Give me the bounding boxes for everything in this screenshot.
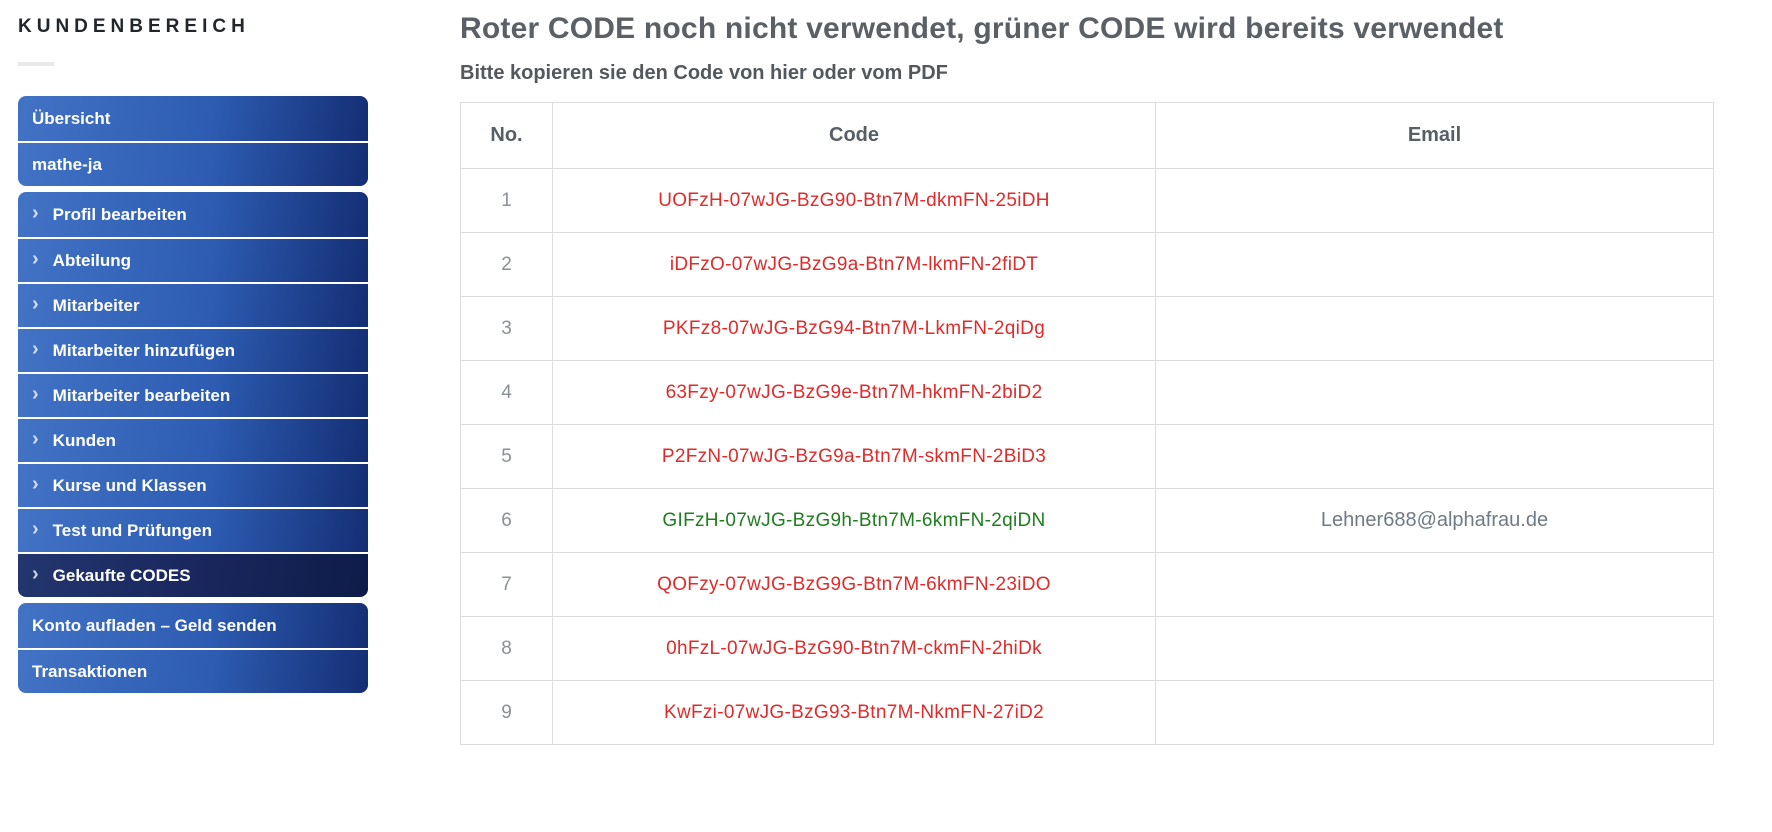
sidebar-item-label: Gekaufte CODES bbox=[52, 565, 191, 585]
row-number: 4 bbox=[460, 360, 553, 425]
codes-table-head: No. Code Email bbox=[460, 102, 1714, 169]
code-value[interactable]: QOFzy-07wJG-BzG9G-Btn7M-6kmFN-23iDO bbox=[552, 552, 1156, 617]
chevron-right-icon: › bbox=[32, 518, 39, 540]
email-value bbox=[1155, 232, 1714, 297]
chevron-right-icon: › bbox=[32, 563, 39, 585]
row-number: 8 bbox=[460, 616, 553, 681]
row-number: 7 bbox=[460, 552, 553, 617]
sidebar-item-label: Test und Prüfungen bbox=[52, 520, 212, 540]
sidebar: KUNDENBEREICH Übersicht mathe-ja › Profil b… bbox=[0, 0, 368, 832]
sidebar-item-test-und-pruefungen[interactable]: › Test und Prüfungen bbox=[18, 507, 368, 552]
row-number: 3 bbox=[460, 296, 553, 361]
sidebar-item-label: Abteilung bbox=[52, 250, 132, 270]
column-header-email: Email bbox=[1155, 102, 1714, 169]
row-number: 9 bbox=[460, 680, 553, 745]
chevron-right-icon: › bbox=[32, 383, 39, 405]
sidebar-item-label: Mitarbeiter hinzufügen bbox=[52, 340, 235, 360]
sidebar-group: Übersicht mathe-ja bbox=[18, 96, 368, 186]
sidebar-item-kunden[interactable]: › Kunden bbox=[18, 417, 368, 462]
column-header-no: No. bbox=[460, 102, 553, 169]
chevron-right-icon: › bbox=[32, 338, 39, 360]
code-value[interactable]: 0hFzL-07wJG-BzG90-Btn7M-ckmFN-2hiDk bbox=[552, 616, 1156, 681]
page-subtitle: Bitte kopieren sie den Code von hier ode… bbox=[460, 62, 948, 84]
code-value[interactable]: PKFz8-07wJG-BzG94-Btn7M-LkmFN-2qiDg bbox=[552, 296, 1156, 361]
email-value bbox=[1155, 424, 1714, 489]
sidebar-divider bbox=[18, 62, 54, 66]
sidebar-item-label: Konto aufladen – Geld senden bbox=[32, 615, 277, 635]
sidebar-title: KUNDENBEREICH bbox=[18, 16, 250, 37]
sidebar-item-mathe-ja[interactable]: mathe-ja bbox=[18, 141, 368, 186]
email-value bbox=[1155, 552, 1714, 617]
code-value[interactable]: P2FzN-07wJG-BzG9a-Btn7M-skmFN-2BiD3 bbox=[552, 424, 1156, 489]
code-value[interactable]: iDFzO-07wJG-BzG9a-Btn7M-lkmFN-2fiDT bbox=[552, 232, 1156, 297]
sidebar-nav: Übersicht mathe-ja › Profil bearbeiten › Abte… bbox=[18, 96, 368, 693]
sidebar-item-gekaufte-codes[interactable]: › Gekaufte CODES bbox=[18, 552, 368, 597]
sidebar-item-kurse-und-klassen[interactable]: › Kurse und Klassen bbox=[18, 462, 368, 507]
sidebar-item-label: Mitarbeiter bearbeiten bbox=[52, 385, 231, 405]
sidebar-item-uebersicht[interactable]: Übersicht bbox=[18, 96, 368, 141]
chevron-right-icon: › bbox=[32, 293, 39, 315]
chevron-right-icon: › bbox=[32, 202, 39, 224]
chevron-right-icon: › bbox=[32, 248, 39, 270]
email-value bbox=[1155, 680, 1714, 745]
sidebar-item-label: mathe-ja bbox=[32, 154, 102, 174]
email-value bbox=[1155, 168, 1714, 233]
sidebar-item-abteilung[interactable]: › Abteilung bbox=[18, 237, 368, 282]
email-value bbox=[1155, 616, 1714, 681]
sidebar-item-label: Kurse und Klassen bbox=[52, 475, 207, 495]
email-value: Lehner688@alphafrau.de bbox=[1155, 488, 1714, 553]
sidebar-item-label: Profil bearbeiten bbox=[52, 204, 187, 224]
code-value[interactable]: 63Fzy-07wJG-BzG9e-Btn7M-hkmFN-2biD2 bbox=[552, 360, 1156, 425]
page-title: Roter CODE noch nicht verwendet, grüner … bbox=[460, 12, 1504, 45]
sidebar-item-label: Transaktionen bbox=[32, 661, 148, 681]
sidebar-item-mitarbeiter-hinzufuegen[interactable]: › Mitarbeiter hinzufügen bbox=[18, 327, 368, 372]
sidebar-item-label: Übersicht bbox=[32, 108, 111, 128]
sidebar-item-mitarbeiter-bearbeiten[interactable]: › Mitarbeiter bearbeiten bbox=[18, 372, 368, 417]
sidebar-item-profil-bearbeiten[interactable]: › Profil bearbeiten bbox=[18, 192, 368, 237]
row-number: 1 bbox=[460, 168, 553, 233]
sidebar-item-konto-aufladen[interactable]: Konto aufladen – Geld senden bbox=[18, 603, 368, 648]
sidebar-group: › Profil bearbeiten › Abteilung › Mitarbeiter… bbox=[18, 192, 368, 597]
chevron-right-icon: › bbox=[32, 428, 39, 450]
email-value bbox=[1155, 360, 1714, 425]
code-value[interactable]: UOFzH-07wJG-BzG90-Btn7M-dkmFN-25iDH bbox=[552, 168, 1156, 233]
sidebar-item-transaktionen[interactable]: Transaktionen bbox=[18, 648, 368, 693]
row-number: 6 bbox=[460, 488, 553, 553]
main-content: Roter CODE noch nicht verwendet, grüner … bbox=[368, 0, 1772, 832]
sidebar-item-label: Kunden bbox=[52, 430, 116, 450]
email-value bbox=[1155, 296, 1714, 361]
column-header-code: Code bbox=[552, 102, 1156, 169]
sidebar-item-label: Mitarbeiter bbox=[52, 295, 140, 315]
row-number: 5 bbox=[460, 424, 553, 489]
chevron-right-icon: › bbox=[32, 473, 39, 495]
header-row: No. Code Email bbox=[460, 102, 1714, 169]
code-value[interactable]: GIFzH-07wJG-BzG9h-Btn7M-6kmFN-2qiDN bbox=[552, 488, 1156, 553]
row-number: 2 bbox=[460, 232, 553, 297]
sidebar-item-mitarbeiter[interactable]: › Mitarbeiter bbox=[18, 282, 368, 327]
code-value[interactable]: KwFzi-07wJG-BzG93-Btn7M-NkmFN-27iD2 bbox=[552, 680, 1156, 745]
